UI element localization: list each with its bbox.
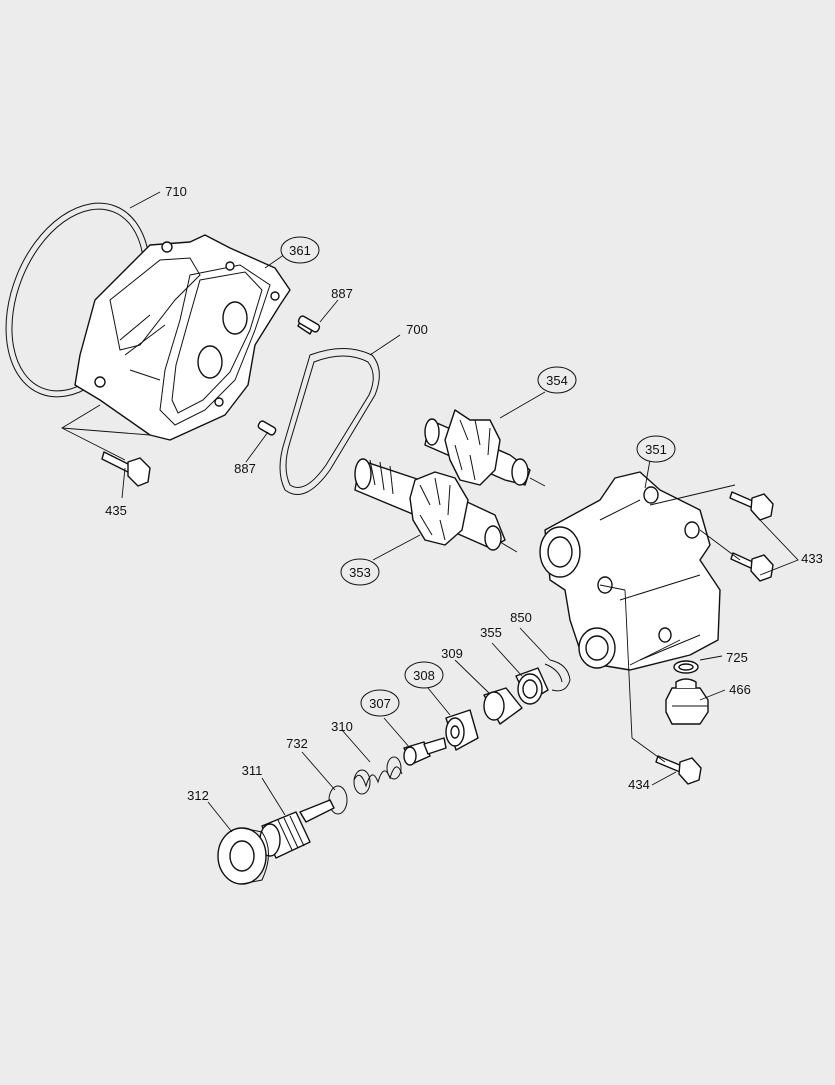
label-434: 434 (628, 777, 650, 792)
label-311: 311 (242, 763, 263, 778)
label-732: 732 (286, 736, 308, 751)
filter-355 (515, 667, 549, 705)
dowel-pin-887-lower (257, 420, 277, 436)
plug-466 (665, 678, 709, 725)
snap-ring-850 (544, 659, 571, 692)
valve-seat-308 (445, 709, 479, 751)
spring-310 (353, 756, 403, 795)
gear-shaft-354 (424, 409, 546, 487)
circle-361 (280, 236, 320, 264)
label-887-lower: 887 (234, 461, 256, 476)
gear-shaft-353 (354, 458, 518, 553)
label-466: 466 (729, 682, 751, 697)
label-361: 361 (289, 243, 311, 258)
label-309: 309 (441, 646, 463, 661)
circle-307 (360, 689, 400, 717)
label-700: 700 (406, 322, 428, 337)
label-308: 308 (413, 668, 435, 683)
adjuster-311 (259, 799, 335, 859)
leader-lines (61, 191, 799, 833)
valve-poppet-307 (403, 737, 447, 766)
pump-housing-351 (539, 471, 721, 671)
washer-725 (673, 660, 699, 674)
dowel-pin-887-upper (297, 315, 321, 335)
gasket-700 (279, 348, 380, 495)
label-353: 353 (349, 565, 371, 580)
label-355: 355 (480, 625, 502, 640)
pump-cover-361 (74, 234, 291, 441)
label-310: 310 (331, 719, 353, 734)
circle-351 (636, 435, 676, 463)
bolt-435 (101, 451, 151, 487)
sleeve-309 (483, 687, 523, 725)
label-710: 710 (165, 184, 187, 199)
circle-354 (537, 366, 577, 394)
label-433: 433 (801, 551, 823, 566)
label-850: 850 (510, 610, 532, 625)
nut-312 (217, 827, 269, 885)
label-887-upper: 887 (331, 286, 353, 301)
label-307: 307 (369, 696, 391, 711)
bolt-433-upper (729, 491, 774, 521)
label-312: 312 (187, 788, 209, 803)
label-725: 725 (726, 650, 748, 665)
bolt-433-lower (730, 552, 774, 582)
label-435: 435 (105, 503, 127, 518)
circle-308 (404, 661, 444, 689)
circle-353 (340, 558, 380, 586)
label-354: 354 (546, 373, 568, 388)
label-351: 351 (645, 442, 667, 457)
